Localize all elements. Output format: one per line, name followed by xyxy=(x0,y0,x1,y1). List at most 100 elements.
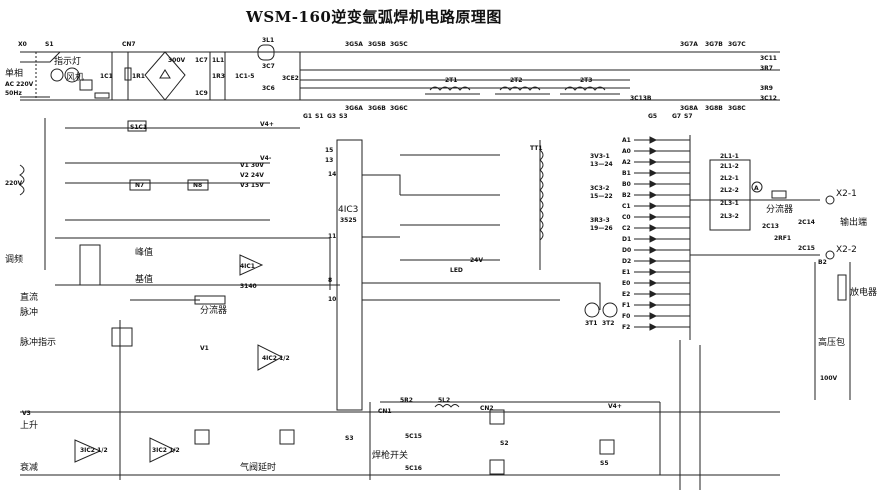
label-b2: B2 xyxy=(818,259,827,266)
label-q6c: 3G6C xyxy=(390,105,408,112)
label-g1: G1 xyxy=(303,113,312,120)
label-cn7: CN7 xyxy=(122,41,136,48)
diode-icon xyxy=(649,301,658,309)
label-t1: 2T1 xyxy=(445,77,457,84)
label-sr2: 5R2 xyxy=(400,397,413,404)
label-zhiliu: 直流 xyxy=(20,291,38,303)
label-g3: G3 xyxy=(327,113,336,120)
label-kt2: 3T2 xyxy=(602,320,614,327)
label-v3b: V3 xyxy=(22,410,31,417)
label-c15: 2C15 xyxy=(798,245,815,252)
diode-icon xyxy=(649,224,658,232)
label-v1: V1 30V xyxy=(240,162,264,169)
label-c12: 3C12 xyxy=(760,95,777,102)
pin-label: E1 xyxy=(622,269,630,276)
label-s1: S1 xyxy=(45,41,54,48)
label-ic3b: 3525 xyxy=(340,217,357,224)
label-v1b: V1 xyxy=(200,345,209,352)
label-g3box: 19—26 xyxy=(590,225,613,232)
label-ln4: 2L2-2 xyxy=(720,187,739,194)
label-v3: V3 15V xyxy=(240,182,264,189)
label-s7: S7 xyxy=(684,113,693,120)
diode-icon xyxy=(649,191,658,199)
label-v100: 100V xyxy=(820,375,838,382)
label-kq: 焊枪开关 xyxy=(372,449,408,461)
label-n7: N7 xyxy=(135,182,144,189)
label-input: 单相 xyxy=(5,67,23,79)
label-q7a: 3G7A xyxy=(680,41,698,48)
diode-icon xyxy=(649,136,658,144)
label-ce2: 3CE2 xyxy=(282,75,299,82)
diode-icon xyxy=(649,290,658,298)
label-xm: X2-2 xyxy=(836,245,857,255)
label-r7: 3R7 xyxy=(760,65,773,72)
label-s2: S2 xyxy=(500,440,509,447)
label-ic5: 3IC2 1/2 xyxy=(80,447,108,454)
label-rf: 2RF1 xyxy=(774,235,791,242)
label-x0: X0 xyxy=(18,41,27,48)
diode-icon xyxy=(649,202,658,210)
label-cn2: CN2 xyxy=(480,405,494,412)
label-sl2: 5L2 xyxy=(438,397,450,404)
label-q5a: 3G5A xyxy=(345,41,363,48)
label-jizhi: 基值 xyxy=(135,273,153,285)
label-r9: 3R9 xyxy=(760,85,773,92)
pin-label: B0 xyxy=(622,181,631,188)
opamp-4ic1 xyxy=(239,254,264,276)
label-g7: G7 xyxy=(672,113,681,120)
pin-label: D1 xyxy=(622,236,631,243)
label-sc15: 5C15 xyxy=(405,433,422,440)
pin-label: B1 xyxy=(622,170,631,177)
pin-label: C1 xyxy=(622,203,631,210)
label-q5b: 3G5B xyxy=(368,41,386,48)
label-tiaojie: 调频 xyxy=(5,253,23,265)
pin-label: C2 xyxy=(622,225,631,232)
label-v2: V2 24V xyxy=(240,172,264,179)
label-out: 输出端 xyxy=(840,216,867,228)
diode-icon xyxy=(649,158,658,166)
label-ac: AC 220V xyxy=(5,81,34,88)
label-ln6: 2L3-2 xyxy=(720,213,739,220)
label-q7b: 3G7B xyxy=(705,41,723,48)
label-maichong: 脉冲 xyxy=(20,306,38,318)
label-pin15: 15 xyxy=(325,147,333,154)
label-q8a: 3G8A xyxy=(680,105,698,112)
pin-label: F0 xyxy=(622,313,630,320)
pin-label: F2 xyxy=(622,324,630,331)
label-pin14: 14 xyxy=(328,171,336,178)
label-q7c: 3G7C xyxy=(728,41,746,48)
diode-icon xyxy=(649,213,658,221)
label-v4b: V4+ xyxy=(608,403,622,410)
label-q5c: 3G5C xyxy=(390,41,408,48)
label-ic1: 1C1 xyxy=(100,73,113,80)
label-n8: N8 xyxy=(193,182,202,189)
label-rel: 放电器 xyxy=(850,286,877,298)
diode-icon xyxy=(649,268,658,276)
label-ln1: 2L1-1 xyxy=(720,153,739,160)
label-ic1c: 3140 xyxy=(240,283,257,290)
label-pin10: 10 xyxy=(328,296,336,303)
label-c13o: 2C13 xyxy=(762,223,779,230)
label-bridge_v: 300V xyxy=(168,57,186,64)
label-v24: 24V xyxy=(470,257,483,264)
label-ln3: 2L2-1 xyxy=(720,175,739,182)
label-pin11: 11 xyxy=(328,233,336,240)
label-ic2: 4IC2 1/2 xyxy=(262,355,290,362)
label-s3b: S3 xyxy=(345,435,354,442)
label-shunt: 分流器 xyxy=(766,203,793,215)
pin-label: F1 xyxy=(622,302,630,309)
label-pin13: 13 xyxy=(325,157,333,164)
label-hv: 高压包 xyxy=(818,336,845,348)
label-il1: 1L1 xyxy=(212,57,224,64)
label-c3: 3C7 xyxy=(262,63,275,70)
label-ammeter: A xyxy=(754,185,759,192)
label-qi: 气阀延时 xyxy=(240,461,276,473)
diode-icon xyxy=(649,169,658,177)
diagram-title: WSM-160逆变氩弧焊机电路原理图 xyxy=(246,8,502,26)
label-shuaijian: 衰减 xyxy=(20,461,38,473)
label-c6: 3C6 xyxy=(262,85,275,92)
label-ln2: 2L1-2 xyxy=(720,163,739,170)
label-ic3: 4IC3 xyxy=(338,205,358,215)
label-g1box: 13—24 xyxy=(590,161,613,168)
